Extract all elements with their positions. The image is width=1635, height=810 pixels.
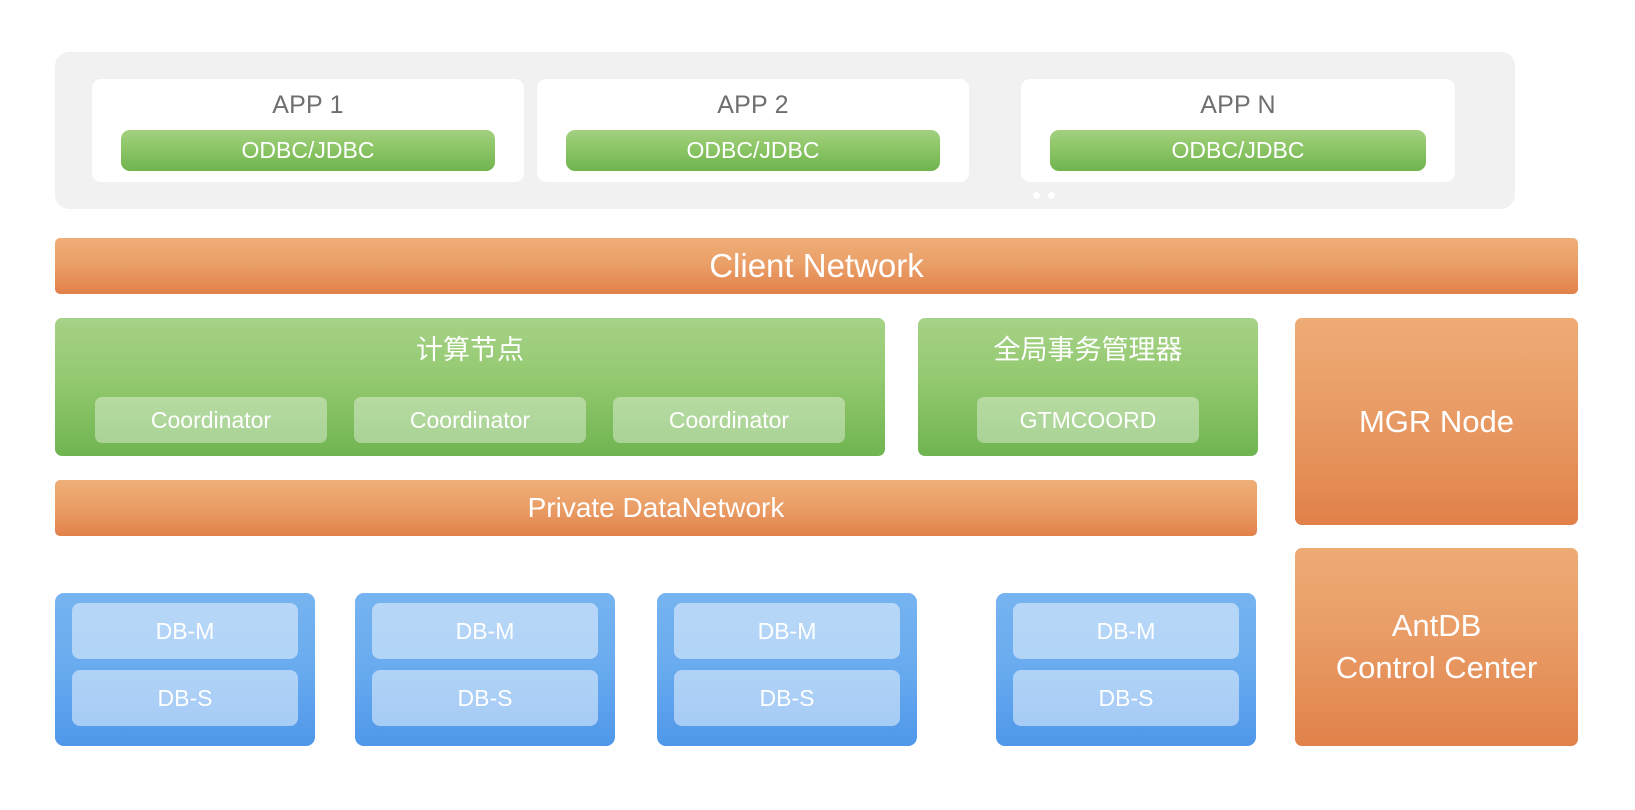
control-center-label-group: AntDB Control Center <box>1336 605 1538 689</box>
mgr-node-label: MGR Node <box>1358 403 1515 439</box>
app-card-2[interactable]: APP 2 ODBC/JDBC <box>537 79 969 182</box>
db-slave-node[interactable]: DB-S <box>72 670 298 726</box>
mgr-node-box[interactable]: MGR Node <box>1295 318 1578 525</box>
db-master-node[interactable]: DB-M <box>674 603 900 659</box>
db-slave-node[interactable]: DB-S <box>1013 670 1239 726</box>
odbc-jdbc-connector[interactable]: ODBC/JDBC <box>121 130 495 171</box>
coordinator-node-1[interactable]: Coordinator <box>95 397 327 443</box>
gtm-node-row: GTMCOORD <box>977 397 1199 443</box>
compute-node-title: 计算节点 <box>416 335 524 366</box>
antdb-control-center-box[interactable]: AntDB Control Center <box>1295 548 1578 746</box>
ellipsis-dot <box>1033 192 1040 199</box>
odbc-jdbc-connector[interactable]: ODBC/JDBC <box>566 130 940 171</box>
gtm-title: 全局事务管理器 <box>993 335 1183 366</box>
private-data-network-band: Private DataNetwork <box>55 480 1257 536</box>
app-card-1[interactable]: APP 1 ODBC/JDBC <box>92 79 524 182</box>
app-card-n[interactable]: APP N ODBC/JDBC <box>1021 79 1455 182</box>
compute-node-box: 计算节点 Coordinator Coordinator Coordinator <box>55 318 885 456</box>
db-slave-node[interactable]: DB-S <box>674 670 900 726</box>
db-master-node[interactable]: DB-M <box>372 603 598 659</box>
gtmcoord-node[interactable]: GTMCOORD <box>977 397 1199 443</box>
app-title: APP 2 <box>717 91 789 119</box>
coordinator-node-2[interactable]: Coordinator <box>354 397 586 443</box>
control-center-line-2: Control Center <box>1335 650 1538 685</box>
global-transaction-manager-box: 全局事务管理器 GTMCOORD <box>918 318 1258 456</box>
ellipsis-dot <box>1048 192 1055 199</box>
coordinator-row: Coordinator Coordinator Coordinator <box>95 397 845 443</box>
db-master-node[interactable]: DB-M <box>1013 603 1239 659</box>
db-master-node[interactable]: DB-M <box>72 603 298 659</box>
db-group-4: DB-M DB-S <box>996 593 1256 746</box>
ellipsis-dots-icon <box>1033 192 1059 200</box>
db-slave-node[interactable]: DB-S <box>372 670 598 726</box>
client-network-band: Client Network <box>55 238 1578 294</box>
db-group-1: DB-M DB-S <box>55 593 315 746</box>
app-title: APP N <box>1200 91 1276 119</box>
db-group-3: DB-M DB-S <box>657 593 917 746</box>
application-tier-container: APP 1 ODBC/JDBC APP 2 ODBC/JDBC APP N OD… <box>55 52 1515 256</box>
app-title: APP 1 <box>272 91 344 119</box>
odbc-jdbc-connector[interactable]: ODBC/JDBC <box>1050 130 1426 171</box>
coordinator-node-3[interactable]: Coordinator <box>613 397 845 443</box>
db-group-2: DB-M DB-S <box>355 593 615 746</box>
control-center-line-1: AntDB <box>1391 608 1482 643</box>
